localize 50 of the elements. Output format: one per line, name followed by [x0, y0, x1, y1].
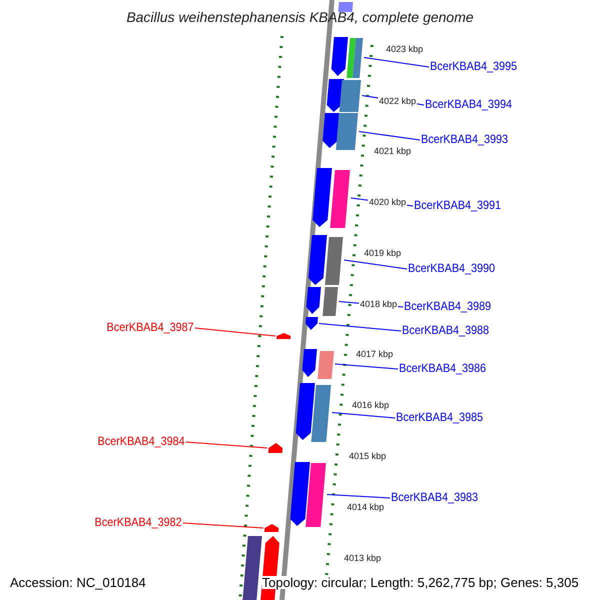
gene-feature: [302, 349, 334, 379]
position-label: 4015 kbp: [348, 452, 388, 461]
position-label: 4016 kbp: [351, 401, 390, 410]
leader-line: [194, 328, 276, 336]
position-label: 4014 kbp: [346, 503, 386, 512]
title: Bacillus weihenstephanensis KBAB4, complete genome: [125, 10, 475, 24]
gene-label: BcerKBAB4_3994: [425, 98, 512, 110]
genome-summary: Topology: circular; Length: 5,262,775 bp; Genes: 5,305: [262, 576, 579, 589]
leader-line: [364, 57, 430, 68]
position-label: 4020 kbp: [368, 198, 408, 207]
gene-feature: [290, 462, 326, 527]
leader-line: [326, 494, 390, 498]
gene-feature: [306, 287, 338, 316]
leader-line: [334, 364, 398, 370]
accession-label: Accession: NC_010184: [10, 576, 146, 589]
leader-line: [332, 412, 396, 418]
position-label: 4019 kbp: [363, 249, 402, 258]
leader-line: [344, 260, 408, 270]
gene-label: BcerKBAB4_3991: [414, 199, 502, 211]
position-label: 4017 kbp: [355, 350, 394, 359]
leader-line: [182, 522, 264, 528]
gene-label: BcerKBAB4_3993: [421, 133, 508, 145]
gene-feature: [276, 333, 291, 339]
gene-label: BcerKBAB4_3988: [402, 324, 490, 336]
gene-label: BcerKBAB4_3986: [399, 362, 486, 374]
position-label: 4013 kbp: [343, 554, 382, 563]
gene-label: BcerKBAB4_3983: [391, 491, 478, 503]
position-label: 4022 kbp: [378, 97, 418, 106]
gene-label: BcerKBAB4_3984: [98, 435, 185, 447]
gene-label: BcerKBAB4_3995: [430, 60, 518, 72]
gene-feature: [268, 443, 283, 453]
position-label: 4023 kbp: [385, 45, 424, 54]
position-label: 4021 kbp: [373, 147, 412, 156]
gene-label: BcerKBAB4_3982: [94, 516, 182, 528]
position-label: 4018 kbp: [359, 300, 398, 309]
gene-feature: [264, 524, 279, 532]
gene-label: BcerKBAB4_3985: [396, 411, 484, 423]
leader-line: [186, 442, 268, 448]
gene-label: BcerKBAB4_3990: [408, 262, 496, 274]
leader-line: [318, 323, 402, 332]
gene-feature: [296, 383, 331, 442]
gene-label: BcerKBAB4_3989: [404, 300, 492, 312]
gene-feature: [306, 317, 318, 330]
gene-feature: [308, 235, 343, 285]
gene-feature: [326, 79, 361, 112]
gene-feature: [331, 37, 363, 78]
gene-feature: [322, 113, 358, 150]
gene-feature: [312, 168, 350, 228]
leader-line: [358, 131, 420, 140]
gene-label: BcerKBAB4_3987: [106, 321, 194, 333]
